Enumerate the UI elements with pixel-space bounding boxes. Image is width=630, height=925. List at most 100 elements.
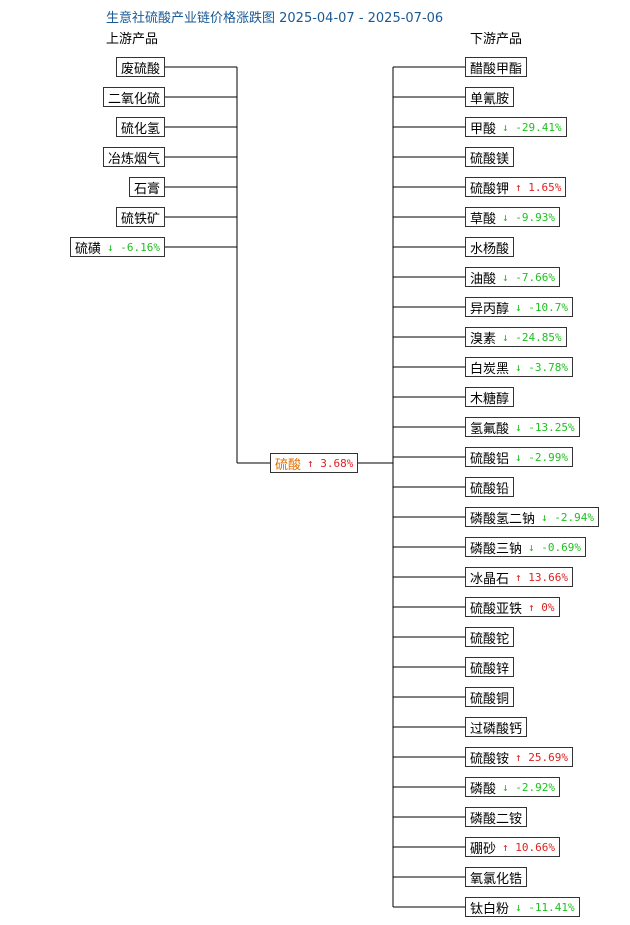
node-name: 石膏 xyxy=(133,181,160,197)
downstream-node[interactable]: 醋酸甲酯 xyxy=(465,57,528,77)
downstream-node[interactable]: 单氰胺 xyxy=(465,87,515,107)
node-name: 草酸 xyxy=(470,211,497,227)
upstream-node[interactable]: 硫化氢 xyxy=(115,117,165,137)
downstream-node[interactable]: 磷酸氢二钠 ↓ -2.94% xyxy=(465,507,600,527)
center-node[interactable]: 硫酸 ↑ 3.68% xyxy=(270,453,359,473)
price-up-indicator: ↑ 13.66% xyxy=(515,571,568,584)
downstream-node[interactable]: 磷酸 ↓ -2.92% xyxy=(465,777,561,797)
price-down-indicator: ↓ -0.69% xyxy=(528,541,581,554)
node-name: 磷酸氢二钠 xyxy=(470,511,536,527)
node-name: 硫磺 xyxy=(74,241,101,257)
upstream-node[interactable]: 冶炼烟气 xyxy=(102,147,165,167)
node-name: 白炭黑 xyxy=(470,361,510,377)
change-value: -11.41% xyxy=(528,900,575,914)
downstream-node[interactable]: 硫酸铵 ↑ 25.69% xyxy=(465,747,574,767)
downstream-node[interactable]: 硫酸锌 xyxy=(465,657,515,677)
downstream-node[interactable]: 过磷酸钙 xyxy=(465,717,528,737)
downstream-node[interactable]: 硼砂↑ 10.66% xyxy=(465,837,561,857)
node-name: 硫酸铅 xyxy=(470,481,510,497)
price-up-indicator: ↑ 10.66% xyxy=(502,841,555,854)
arrow-down-icon: ↓ xyxy=(515,420,529,434)
node-name: 冰晶石 xyxy=(470,571,510,587)
node-name: 冶炼烟气 xyxy=(107,151,160,167)
node-name: 过磷酸钙 xyxy=(470,721,523,737)
node-name: 木糖醇 xyxy=(470,391,510,407)
arrow-down-icon: ↓ xyxy=(502,270,516,284)
change-value: -24.85% xyxy=(515,330,562,344)
downstream-node[interactable]: 硫酸铝↓ -2.99% xyxy=(465,447,574,467)
node-name: 异丙醇 xyxy=(470,301,510,317)
price-down-indicator: ↓ -9.93% xyxy=(502,211,555,224)
upstream-node[interactable]: 硫磺↓ -6.16% xyxy=(69,237,165,257)
node-name: 硫化氢 xyxy=(120,121,160,137)
price-up-indicator: ↑ 1.65% xyxy=(515,181,561,194)
downstream-node[interactable]: 异丙醇 ↓ -10.7% xyxy=(465,297,574,317)
downstream-node[interactable]: 磷酸三钠↓ -0.69% xyxy=(465,537,587,557)
downstream-node[interactable]: 水杨酸 xyxy=(465,237,515,257)
change-value: 13.66% xyxy=(528,570,569,584)
downstream-node[interactable]: 硫酸镁 xyxy=(465,147,515,167)
arrow-down-icon: ↓ xyxy=(515,450,529,464)
downstream-node[interactable]: 木糖醇 xyxy=(465,387,515,407)
arrow-down-icon: ↓ xyxy=(502,210,516,224)
upstream-node[interactable]: 废硫酸 xyxy=(115,57,165,77)
price-down-indicator: ↓ -2.99% xyxy=(515,451,568,464)
node-name: 磷酸 xyxy=(470,781,497,797)
downstream-node[interactable]: 白炭黑 ↓ -3.78% xyxy=(465,357,574,377)
downstream-node[interactable]: 磷酸二铵 xyxy=(465,807,528,827)
change-value: 25.69% xyxy=(528,750,569,764)
arrow-down-icon: ↓ xyxy=(515,900,529,914)
node-name: 硫酸锌 xyxy=(470,661,510,677)
change-value: -6.16% xyxy=(120,240,160,254)
arrow-down-icon: ↓ xyxy=(502,330,516,344)
change-value: -29.41% xyxy=(515,120,562,134)
downstream-node[interactable]: 油酸 ↓ -7.66% xyxy=(465,267,561,287)
chart-title: 生意社硫酸产业链价格涨跌图 2025-04-07 - 2025-07-06 xyxy=(106,11,444,26)
arrow-up-icon: ↑ xyxy=(515,180,529,194)
node-name: 磷酸二铵 xyxy=(470,811,523,827)
node-name: 油酸 xyxy=(470,271,497,287)
downstream-node[interactable]: 钛白粉↓ -11.41% xyxy=(465,897,580,917)
arrow-up-icon: ↑ xyxy=(515,570,529,584)
upstream-node[interactable]: 硫铁矿 xyxy=(115,207,165,227)
price-up-indicator: ↑ 25.69% xyxy=(515,751,568,764)
node-name: 溴素 xyxy=(470,331,497,347)
node-name: 硫酸亚铁 xyxy=(470,601,523,617)
downstream-node[interactable]: 硫酸钾↑ 1.65% xyxy=(465,177,567,197)
node-name: 氧氯化锆 xyxy=(470,871,523,887)
node-name: 硫酸铵 xyxy=(470,751,510,767)
arrow-up-icon: ↑ xyxy=(528,600,542,614)
node-name: 硫酸 xyxy=(275,457,302,473)
price-down-indicator: ↓ -24.85% xyxy=(502,331,562,344)
change-value: -3.78% xyxy=(528,360,569,374)
change-value: -13.25% xyxy=(528,420,575,434)
downstream-node[interactable]: 溴素 ↓ -24.85% xyxy=(465,327,567,347)
change-value: 1.65% xyxy=(528,180,562,194)
arrow-up-icon: ↑ xyxy=(502,840,516,854)
price-down-indicator: ↓ -2.94% xyxy=(541,511,594,524)
arrow-down-icon: ↓ xyxy=(541,510,555,524)
downstream-node[interactable]: 硫酸铅 xyxy=(465,477,515,497)
price-down-indicator: ↓ -3.78% xyxy=(515,361,568,374)
upstream-header: 上游产品 xyxy=(106,32,159,47)
upstream-node[interactable]: 石膏 xyxy=(128,177,165,197)
price-down-indicator: ↓ -2.92% xyxy=(502,781,555,794)
change-value: -7.66% xyxy=(515,270,556,284)
price-up-indicator: ↑ 3.68% xyxy=(307,457,353,470)
downstream-node[interactable]: 甲酸↓ -29.41% xyxy=(465,117,567,137)
downstream-node[interactable]: 硫酸铊 xyxy=(465,627,515,647)
node-name: 硫酸镁 xyxy=(470,151,510,167)
downstream-node[interactable]: 氧氯化锆 xyxy=(465,867,528,887)
change-value: -0.69% xyxy=(541,540,582,554)
downstream-node[interactable]: 冰晶石 ↑ 13.66% xyxy=(465,567,574,587)
node-name: 氢氟酸 xyxy=(470,421,510,437)
upstream-node[interactable]: 二氧化硫 xyxy=(102,87,165,107)
downstream-node[interactable]: 草酸 ↓ -9.93% xyxy=(465,207,561,227)
change-value: -2.94% xyxy=(554,510,595,524)
downstream-node[interactable]: 氢氟酸 ↓ -13.25% xyxy=(465,417,580,437)
price-down-indicator: ↓ -29.41% xyxy=(502,121,562,134)
downstream-header: 下游产品 xyxy=(470,32,523,47)
downstream-node[interactable]: 硫酸铜 xyxy=(465,687,515,707)
downstream-node[interactable]: 硫酸亚铁↑ 0% xyxy=(465,597,560,617)
price-down-indicator: ↓ -10.7% xyxy=(515,301,568,314)
